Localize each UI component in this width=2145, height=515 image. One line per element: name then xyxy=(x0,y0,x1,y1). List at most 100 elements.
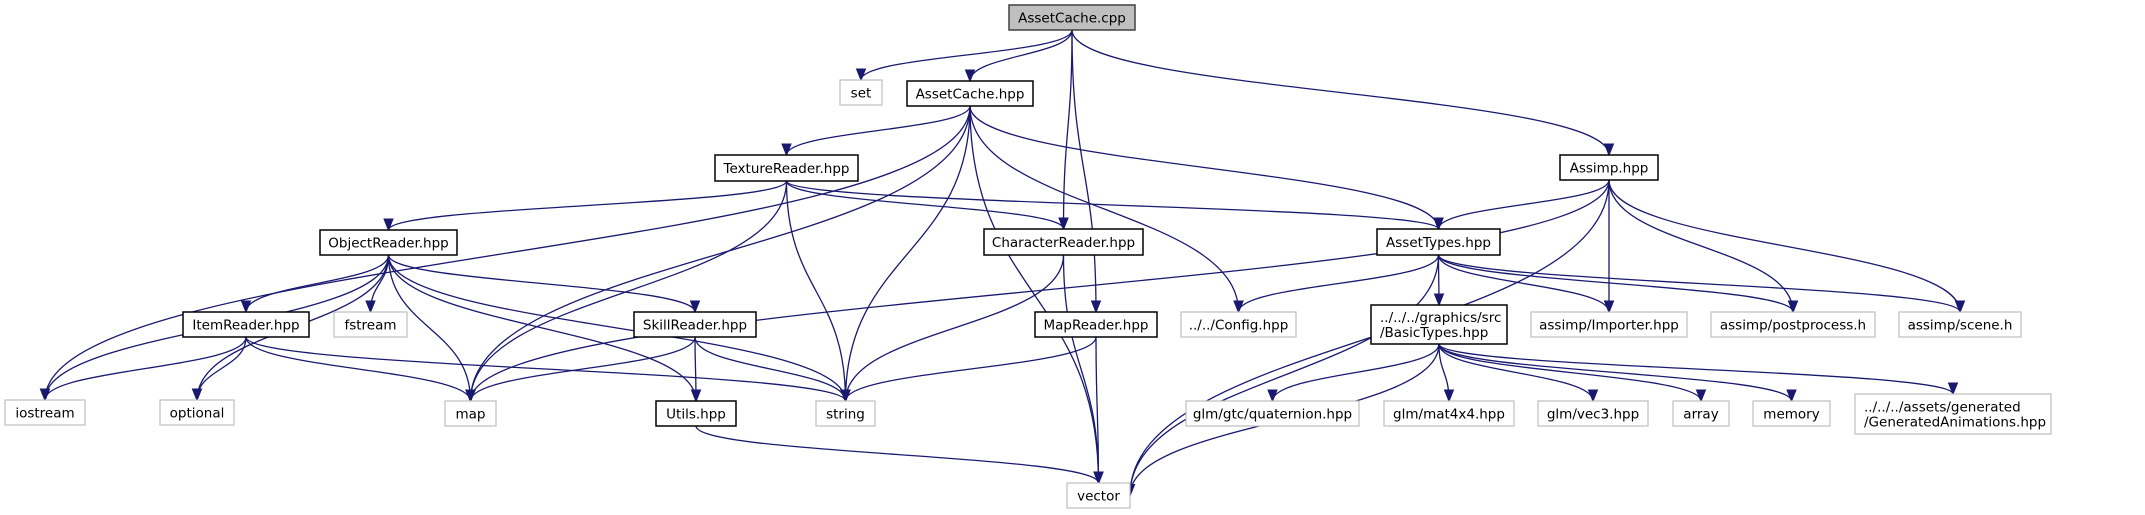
edge-itemreader-hpp-to-optional xyxy=(197,336,247,400)
node-memory: memory xyxy=(1752,400,1831,427)
node-label: ../../../assets/generated xyxy=(1864,400,2021,416)
edge-assettypes-hpp-to-config-hpp xyxy=(1239,254,1440,313)
node-box[interactable] xyxy=(655,400,737,427)
node-label: array xyxy=(1683,407,1718,423)
node-label: assimp/scene.h xyxy=(1908,318,2013,334)
edge-objectreader-hpp-to-itemreader-hpp xyxy=(246,254,390,313)
edge-itemreader-hpp-to-string xyxy=(245,336,846,402)
edge-basictypes-hpp-to-memory xyxy=(1438,343,1792,402)
node-label: Assimp.hpp xyxy=(1570,161,1649,177)
node-label: Utils.hpp xyxy=(666,407,726,423)
node-texturereader-hpp[interactable]: TextureReader.hpp xyxy=(714,154,859,182)
node-label: fstream xyxy=(344,318,396,334)
node-skillreader-hpp[interactable]: SkillReader.hpp xyxy=(633,311,757,338)
edge-assetcache-cpp-to-assimp-hpp xyxy=(1071,29,1609,155)
node-label: AssetCache.cpp xyxy=(1018,11,1126,27)
node-label: set xyxy=(851,86,872,102)
nodes-layer: AssetCache.cpp set AssetCache.hppTextureRe… xyxy=(4,4,2052,509)
edge-assetcache-cpp-to-set xyxy=(861,29,1073,81)
edge-skillreader-hpp-to-string xyxy=(694,336,846,402)
node-assetcache-cpp[interactable]: AssetCache.cpp xyxy=(1008,4,1136,31)
node-box[interactable] xyxy=(714,154,859,182)
edge-skillreader-hpp-to-map xyxy=(471,336,696,402)
node-itemreader-hpp[interactable]: ItemReader.hpp xyxy=(182,311,310,338)
node-box[interactable] xyxy=(1034,311,1158,338)
node-utils-hpp[interactable]: Utils.hpp xyxy=(655,400,737,427)
node-label: glm/vec3.hpp xyxy=(1547,407,1639,423)
node-box xyxy=(1752,400,1831,427)
node-label: ObjectReader.hpp xyxy=(328,236,449,252)
node-box xyxy=(1383,400,1515,427)
node-label: MapReader.hpp xyxy=(1043,318,1148,334)
node-mapreader-hpp[interactable]: MapReader.hpp xyxy=(1034,311,1158,338)
node-label: CharacterReader.hpp xyxy=(992,235,1135,251)
node-box xyxy=(1066,482,1131,509)
edge-assimp-hpp-to-map xyxy=(471,179,1610,401)
edge-texturereader-hpp-to-assettypes-hpp xyxy=(785,180,1439,230)
edge-assetcache-hpp-to-config-hpp xyxy=(969,105,1239,312)
node-iostream: iostream xyxy=(4,399,86,426)
edge-mapreader-hpp-to-string xyxy=(846,336,1097,402)
node-assetcache-hpp[interactable]: AssetCache.hpp xyxy=(906,80,1034,107)
node-label: ../../Config.hpp xyxy=(1189,318,1289,334)
node-box[interactable] xyxy=(1559,154,1659,181)
edge-texturereader-hpp-to-string xyxy=(785,180,846,401)
node-label: /BasicTypes.hpp xyxy=(1380,325,1488,341)
edge-skillreader-hpp-to-utils-hpp xyxy=(695,336,696,401)
node-objectreader-hpp[interactable]: ObjectReader.hpp xyxy=(319,229,458,256)
node-box xyxy=(159,399,235,426)
node-label: ItemReader.hpp xyxy=(192,318,299,334)
node-box[interactable] xyxy=(983,228,1144,256)
node-fstream: fstream xyxy=(333,311,408,338)
edge-characterreader-hpp-to-string xyxy=(846,254,1065,401)
edge-itemreader-hpp-to-iostream xyxy=(45,336,247,401)
edge-assetcache-hpp-to-string xyxy=(846,105,971,401)
edge-assimp-hpp-to-assettypes-hpp xyxy=(1439,179,1610,230)
node-label: memory xyxy=(1763,407,1819,423)
node-label: SkillReader.hpp xyxy=(643,318,747,334)
node-label: AssetCache.hpp xyxy=(916,87,1025,103)
edges-layer xyxy=(45,29,1961,496)
node-label: ../../../graphics/src xyxy=(1380,310,1501,326)
node-box[interactable] xyxy=(633,311,757,338)
node-assimp-hpp[interactable]: Assimp.hpp xyxy=(1559,154,1659,181)
edge-assetcache-hpp-to-iostream xyxy=(45,105,971,400)
edge-basictypes-hpp-to-glm-mat4x4 xyxy=(1438,343,1449,401)
edge-assetcache-cpp-to-assetcache-hpp xyxy=(970,29,1073,82)
edge-texturereader-hpp-to-characterreader-hpp xyxy=(785,180,1064,230)
node-label: TextureReader.hpp xyxy=(723,161,850,177)
edge-assetcache-hpp-to-map xyxy=(471,105,971,401)
node-box xyxy=(1672,400,1730,427)
node-glm-quaternion: glm/gtc/quaternion.hpp xyxy=(1185,400,1360,427)
edge-basictypes-hpp-to-generatedanimations-hpp xyxy=(1438,343,1953,395)
edge-basictypes-hpp-to-glm-vec3 xyxy=(1438,343,1593,402)
node-assettypes-hpp[interactable]: AssetTypes.hpp xyxy=(1376,228,1501,256)
node-box xyxy=(1898,311,2022,338)
node-label: iostream xyxy=(15,406,74,422)
edge-objectreader-hpp-to-map xyxy=(387,254,471,401)
node-box[interactable] xyxy=(182,311,310,338)
node-box[interactable] xyxy=(1376,228,1501,256)
node-characterreader-hpp[interactable]: CharacterReader.hpp xyxy=(983,228,1144,256)
node-label: assimp/postprocess.h xyxy=(1720,318,1866,334)
node-vector: vector xyxy=(1066,482,1131,509)
node-box xyxy=(333,311,408,338)
node-box[interactable] xyxy=(1008,4,1136,31)
node-assimp-scene: assimp/scene.h xyxy=(1898,311,2022,338)
node-box[interactable] xyxy=(906,80,1034,107)
edge-assetcache-cpp-to-characterreader-hpp xyxy=(1064,29,1073,229)
node-label: /GeneratedAnimations.hpp xyxy=(1864,415,2046,431)
edge-texturereader-hpp-to-map xyxy=(471,180,788,401)
node-box xyxy=(1537,400,1649,427)
node-generatedanimations-hpp: ../../../assets/generated/GeneratedAnima… xyxy=(1854,393,2052,435)
node-assimp-importer: assimp/Importer.hpp xyxy=(1530,311,1688,338)
node-box[interactable] xyxy=(319,229,458,256)
node-box[interactable] xyxy=(1370,304,1508,345)
edge-assetcache-cpp-to-mapreader-hpp xyxy=(1071,29,1096,312)
node-box xyxy=(1180,311,1297,338)
edge-assettypes-hpp-to-assimp-scene xyxy=(1437,254,1961,313)
node-label: AssetTypes.hpp xyxy=(1386,235,1491,251)
node-label: string xyxy=(826,407,865,423)
node-basictypes-hpp[interactable]: ../../../graphics/src/BasicTypes.hpp xyxy=(1370,304,1508,345)
